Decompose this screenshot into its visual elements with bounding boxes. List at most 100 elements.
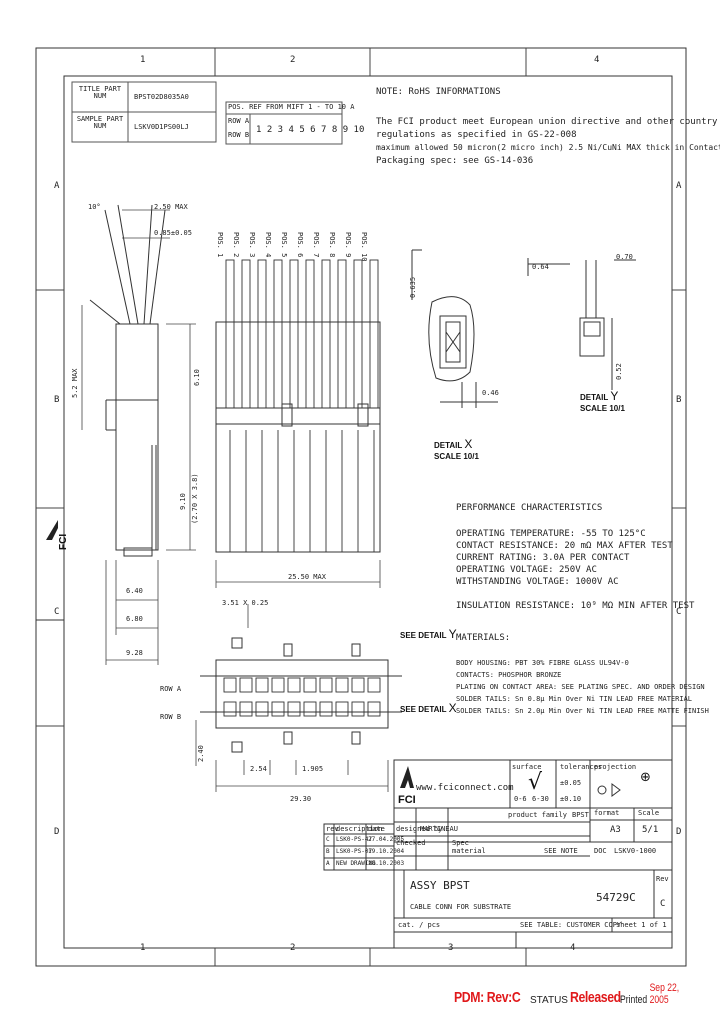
rev-cell: LSK0-PS-07 <box>336 848 373 855</box>
pos-label: POS. 9 <box>344 232 352 258</box>
product-family: BPST <box>572 811 589 819</box>
contact-cell <box>319 677 333 693</box>
dim-top-1: 2.50 MAX <box>154 203 188 211</box>
row-a-label: ROW A <box>160 685 182 693</box>
contact-cell <box>255 677 269 693</box>
fci-side-logo-mark <box>46 520 58 540</box>
material-line: SOLDER TAILS: Sn 2.0μ Min Over Ni TIN LE… <box>456 707 709 715</box>
contact-cell <box>287 677 301 693</box>
dim-width: 25.50 MAX <box>288 573 326 581</box>
pin <box>353 259 363 409</box>
rev-value: C <box>660 899 666 909</box>
contact-cell <box>303 677 317 693</box>
grid-left-a: A <box>54 181 60 191</box>
format-value: A3 <box>610 825 621 835</box>
rev-cell: C <box>326 836 330 843</box>
notes-line-3: maximum allowed 50 micron(2 micro inch) … <box>376 143 720 152</box>
pos-label: POS. 8 <box>328 232 336 258</box>
detail-y-dim-1: 0.64 <box>532 263 549 271</box>
notes-title: NOTE: RoHS INFORMATIONS <box>376 87 501 97</box>
rev-header: description <box>336 825 383 833</box>
contact-cell <box>271 701 285 717</box>
format-label: format <box>594 809 620 817</box>
dim-total: 29.30 <box>290 795 312 803</box>
material-line: BODY HOUSING: PBT 30% FIBRE GLASS UL94V-… <box>456 659 629 667</box>
status-block: STATUS Released <box>530 982 632 1006</box>
dim-bottom-1: 6.40 <box>126 587 143 595</box>
doc-number: LSKV0-1000 <box>614 847 657 855</box>
dim-pitch-2: 1.905 <box>302 765 324 773</box>
rev-header: date <box>368 825 385 833</box>
part-table-label-1: TITLE PART NUM <box>78 85 122 100</box>
materials-title: MATERIALS: <box>456 633 511 643</box>
scale-value: 5/1 <box>642 825 659 835</box>
fci-brand: FCI <box>398 794 416 806</box>
dim-side-2: 9.10 <box>179 493 187 510</box>
status-value: Released <box>569 989 621 1006</box>
material-line: SOLDER TAILS: Sn 0.8μ Min Over Ni TIN LE… <box>456 695 693 703</box>
status-label: STATUS <box>530 995 568 1006</box>
grid-top-4: 4 <box>594 55 600 65</box>
dim-vertical: 2.40 <box>197 745 205 762</box>
drawing-title-1: ASSY BPST <box>410 879 470 892</box>
surface-label: surface <box>512 763 542 771</box>
grid-left-c: C <box>54 607 60 617</box>
detail-y-dim-3: 0.52 <box>615 363 623 380</box>
pos-row-b: ROW B <box>228 131 250 139</box>
spec-label: Spec <box>452 839 469 847</box>
projection-label: projection <box>594 763 637 771</box>
perf-line: CONTACT RESISTANCE: 20 mΩ MAX AFTER TEST <box>456 541 673 551</box>
contact-cell <box>351 677 365 693</box>
dim-angle: 10° <box>88 203 101 211</box>
drawn-label: designed by <box>396 825 443 833</box>
fci-logo-mark <box>400 766 414 788</box>
grid-left-b: B <box>54 395 60 405</box>
row-b-label: ROW B <box>160 713 182 721</box>
pin <box>273 259 283 409</box>
notes-line-4: Packaging spec: see GS-14-036 <box>376 156 534 166</box>
pos-table-header: POS. REF FROM MIFT 1 - TO 10 A <box>228 103 355 111</box>
dim-top-2: 0.85±0.05 <box>154 229 192 237</box>
tolerances-label: tolerances <box>560 763 603 771</box>
contact-cell <box>239 701 253 717</box>
grid-bottom-1: 1 <box>140 943 146 953</box>
pos-label: POS. 6 <box>296 232 304 258</box>
perf-line: OPERATING TEMPERATURE: -55 TO 125°C <box>456 529 646 539</box>
rev-header: rev <box>326 825 339 833</box>
pos-row-a: ROW A <box>228 117 250 125</box>
cat-label: cat. / pcs <box>398 921 441 929</box>
contact-cell <box>335 701 349 717</box>
tol-1: ±0.05 <box>560 779 582 787</box>
product-family-label: product family <box>508 811 568 819</box>
printed-label: Printed <box>620 994 648 1006</box>
contact-cell <box>223 701 237 717</box>
material-line: CONTACTS: PHOSPHOR BRONZE <box>456 671 562 679</box>
pin <box>369 259 379 409</box>
see-detail-x: SEE DETAIL X <box>400 701 457 715</box>
printed-date: Sep 22, 2005 <box>649 982 680 1006</box>
contact-cell <box>367 701 381 717</box>
grid-left-d: D <box>54 827 60 837</box>
detail-y-dim-2: 0.70 <box>616 253 633 261</box>
part-table-value-1: BPST02D8035A0 <box>134 93 189 101</box>
check-label: checked <box>396 839 426 847</box>
dim-range-2: 6-30 <box>532 795 549 803</box>
rev-cell: LSK0-PS-47 <box>336 836 373 843</box>
perf-line: OPERATING VOLTAGE: 250V AC <box>456 565 597 575</box>
rev-cell: 19.10.2004 <box>368 848 405 855</box>
pos-label: POS. 10 <box>360 232 368 262</box>
pin <box>321 259 331 409</box>
dim-side-1: 6.10 <box>193 369 201 386</box>
notes-line-1: The FCI product meet European union dire… <box>376 117 718 127</box>
detail-x-label: DETAIL X SCALE 10/1 <box>434 437 479 461</box>
contact-cell <box>287 701 301 717</box>
grid-bottom-3: 3 <box>448 943 454 953</box>
detail-x-dim-2: 0.46 <box>482 389 499 397</box>
pos-label: POS. 4 <box>264 232 272 258</box>
perf-line: INSULATION RESISTANCE: 10⁹ MΩ MIN AFTER … <box>456 601 695 611</box>
pin <box>225 259 235 409</box>
perf-line: CURRENT RATING: 3.0A PER CONTACT <box>456 553 630 563</box>
rev-cell: B <box>326 848 330 855</box>
dim-bottom-2: 6.80 <box>126 615 143 623</box>
